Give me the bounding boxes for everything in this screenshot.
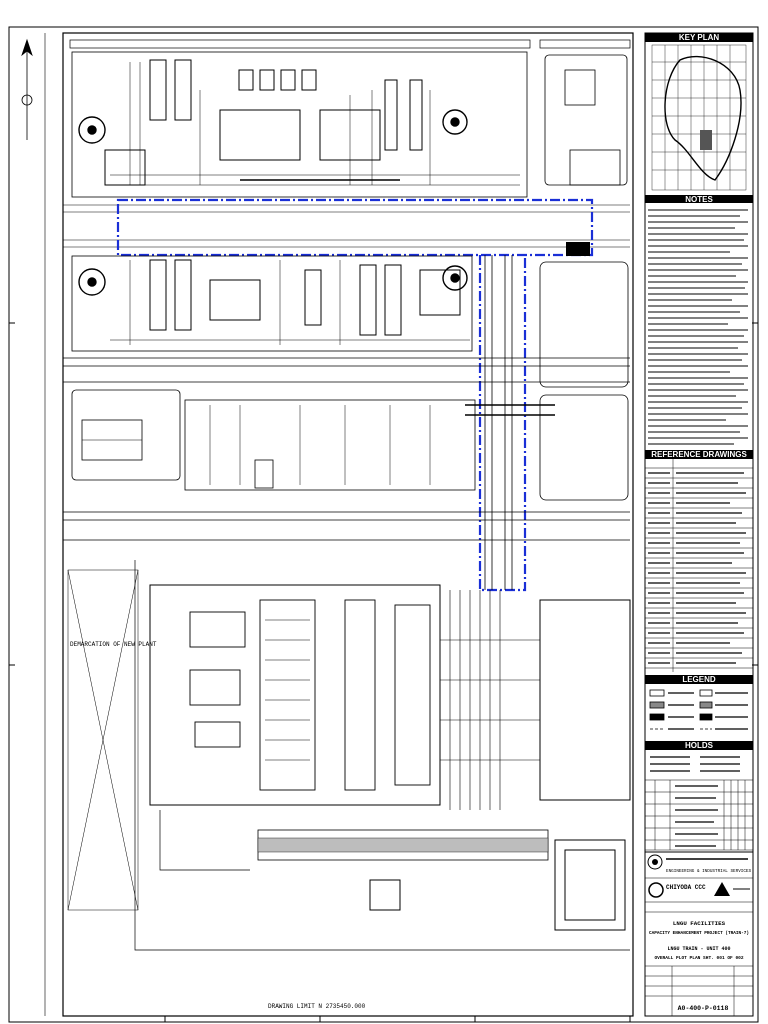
contractor-name: CHIYODA CCC [666,884,706,891]
key-plan-map [651,44,747,191]
unit-title: LNGU TRAIN - UNIT 400 [667,946,730,952]
notes-header [645,195,753,203]
equipment-detail-north [110,62,520,186]
sheet-border [8,26,759,1023]
equipment-blocks-south [189,599,431,791]
label-demarcation: DEMARCATION OF NEW PLANT [70,641,157,648]
sheet-tick-marks [9,322,758,1022]
equipment-blocks-middle [149,259,461,336]
notes-title: NOTES [685,195,713,204]
company-logo-icon [647,854,663,870]
unit-boundary-blue [116,198,594,592]
legend-header [645,675,753,684]
project-subtitle: CAPACITY ENHANCEMENT PROJECT (TRAIN-7) [649,931,749,936]
drawing-number: A0-400-P-0118 [678,1005,729,1012]
pipe-corridor-vertical [465,255,555,590]
reference-drawings-text [648,472,746,664]
hatched-pipe-band [257,829,549,861]
company-subtitle: ENGINEERING & INDUSTRIAL SERVICES [666,869,752,874]
utility-details [82,405,431,485]
process-area-north [71,51,528,198]
equipment-detail-south [265,590,540,810]
key-plan-header [645,33,753,42]
utility-area [71,389,629,501]
inner-road-south [159,810,250,871]
revision-table-text [675,785,718,847]
label-drawing-limit: DRAWING LIMIT N 2735450.000 [268,1003,366,1010]
perimeter-road-south [134,560,630,951]
title-block [644,851,754,1017]
holds-text [650,756,740,772]
contractor-logo-icon [648,882,730,898]
legend-title: LEGEND [682,675,716,684]
reference-drawings-header [645,450,753,459]
storage-tanks [78,109,468,296]
parking-area-east [539,261,629,388]
internal-roads [63,357,630,541]
drawing-area-frame [62,32,634,1017]
road-top [69,39,631,49]
notes-text-lines [648,209,748,445]
demarcation-zone [67,569,139,911]
title-block-grid [645,965,753,1016]
reference-drawings-table [645,459,753,672]
reference-drawings-title: REFERENCE DRAWINGS [651,450,747,459]
pipe-rack-corridor [63,204,630,248]
revision-table [644,779,754,851]
sheet-title: OVERALL PLOT PLAN SHT. 001 OF 002 [654,955,743,961]
key-plan-title: KEY PLAN [679,33,720,42]
north-arrow-icon [21,38,33,140]
building-northeast [544,54,628,186]
equipment-detail-middle [110,260,470,345]
holds-header [645,741,753,750]
hatched-block [566,242,590,256]
equipment-blocks-north [104,59,423,186]
buildings-south [369,599,631,931]
holds-title: HOLDS [685,741,714,750]
process-area-middle [71,255,473,352]
project-name: LNGU FACILITIES [673,920,726,927]
process-area-south [149,584,441,806]
legend-symbols [649,689,748,730]
